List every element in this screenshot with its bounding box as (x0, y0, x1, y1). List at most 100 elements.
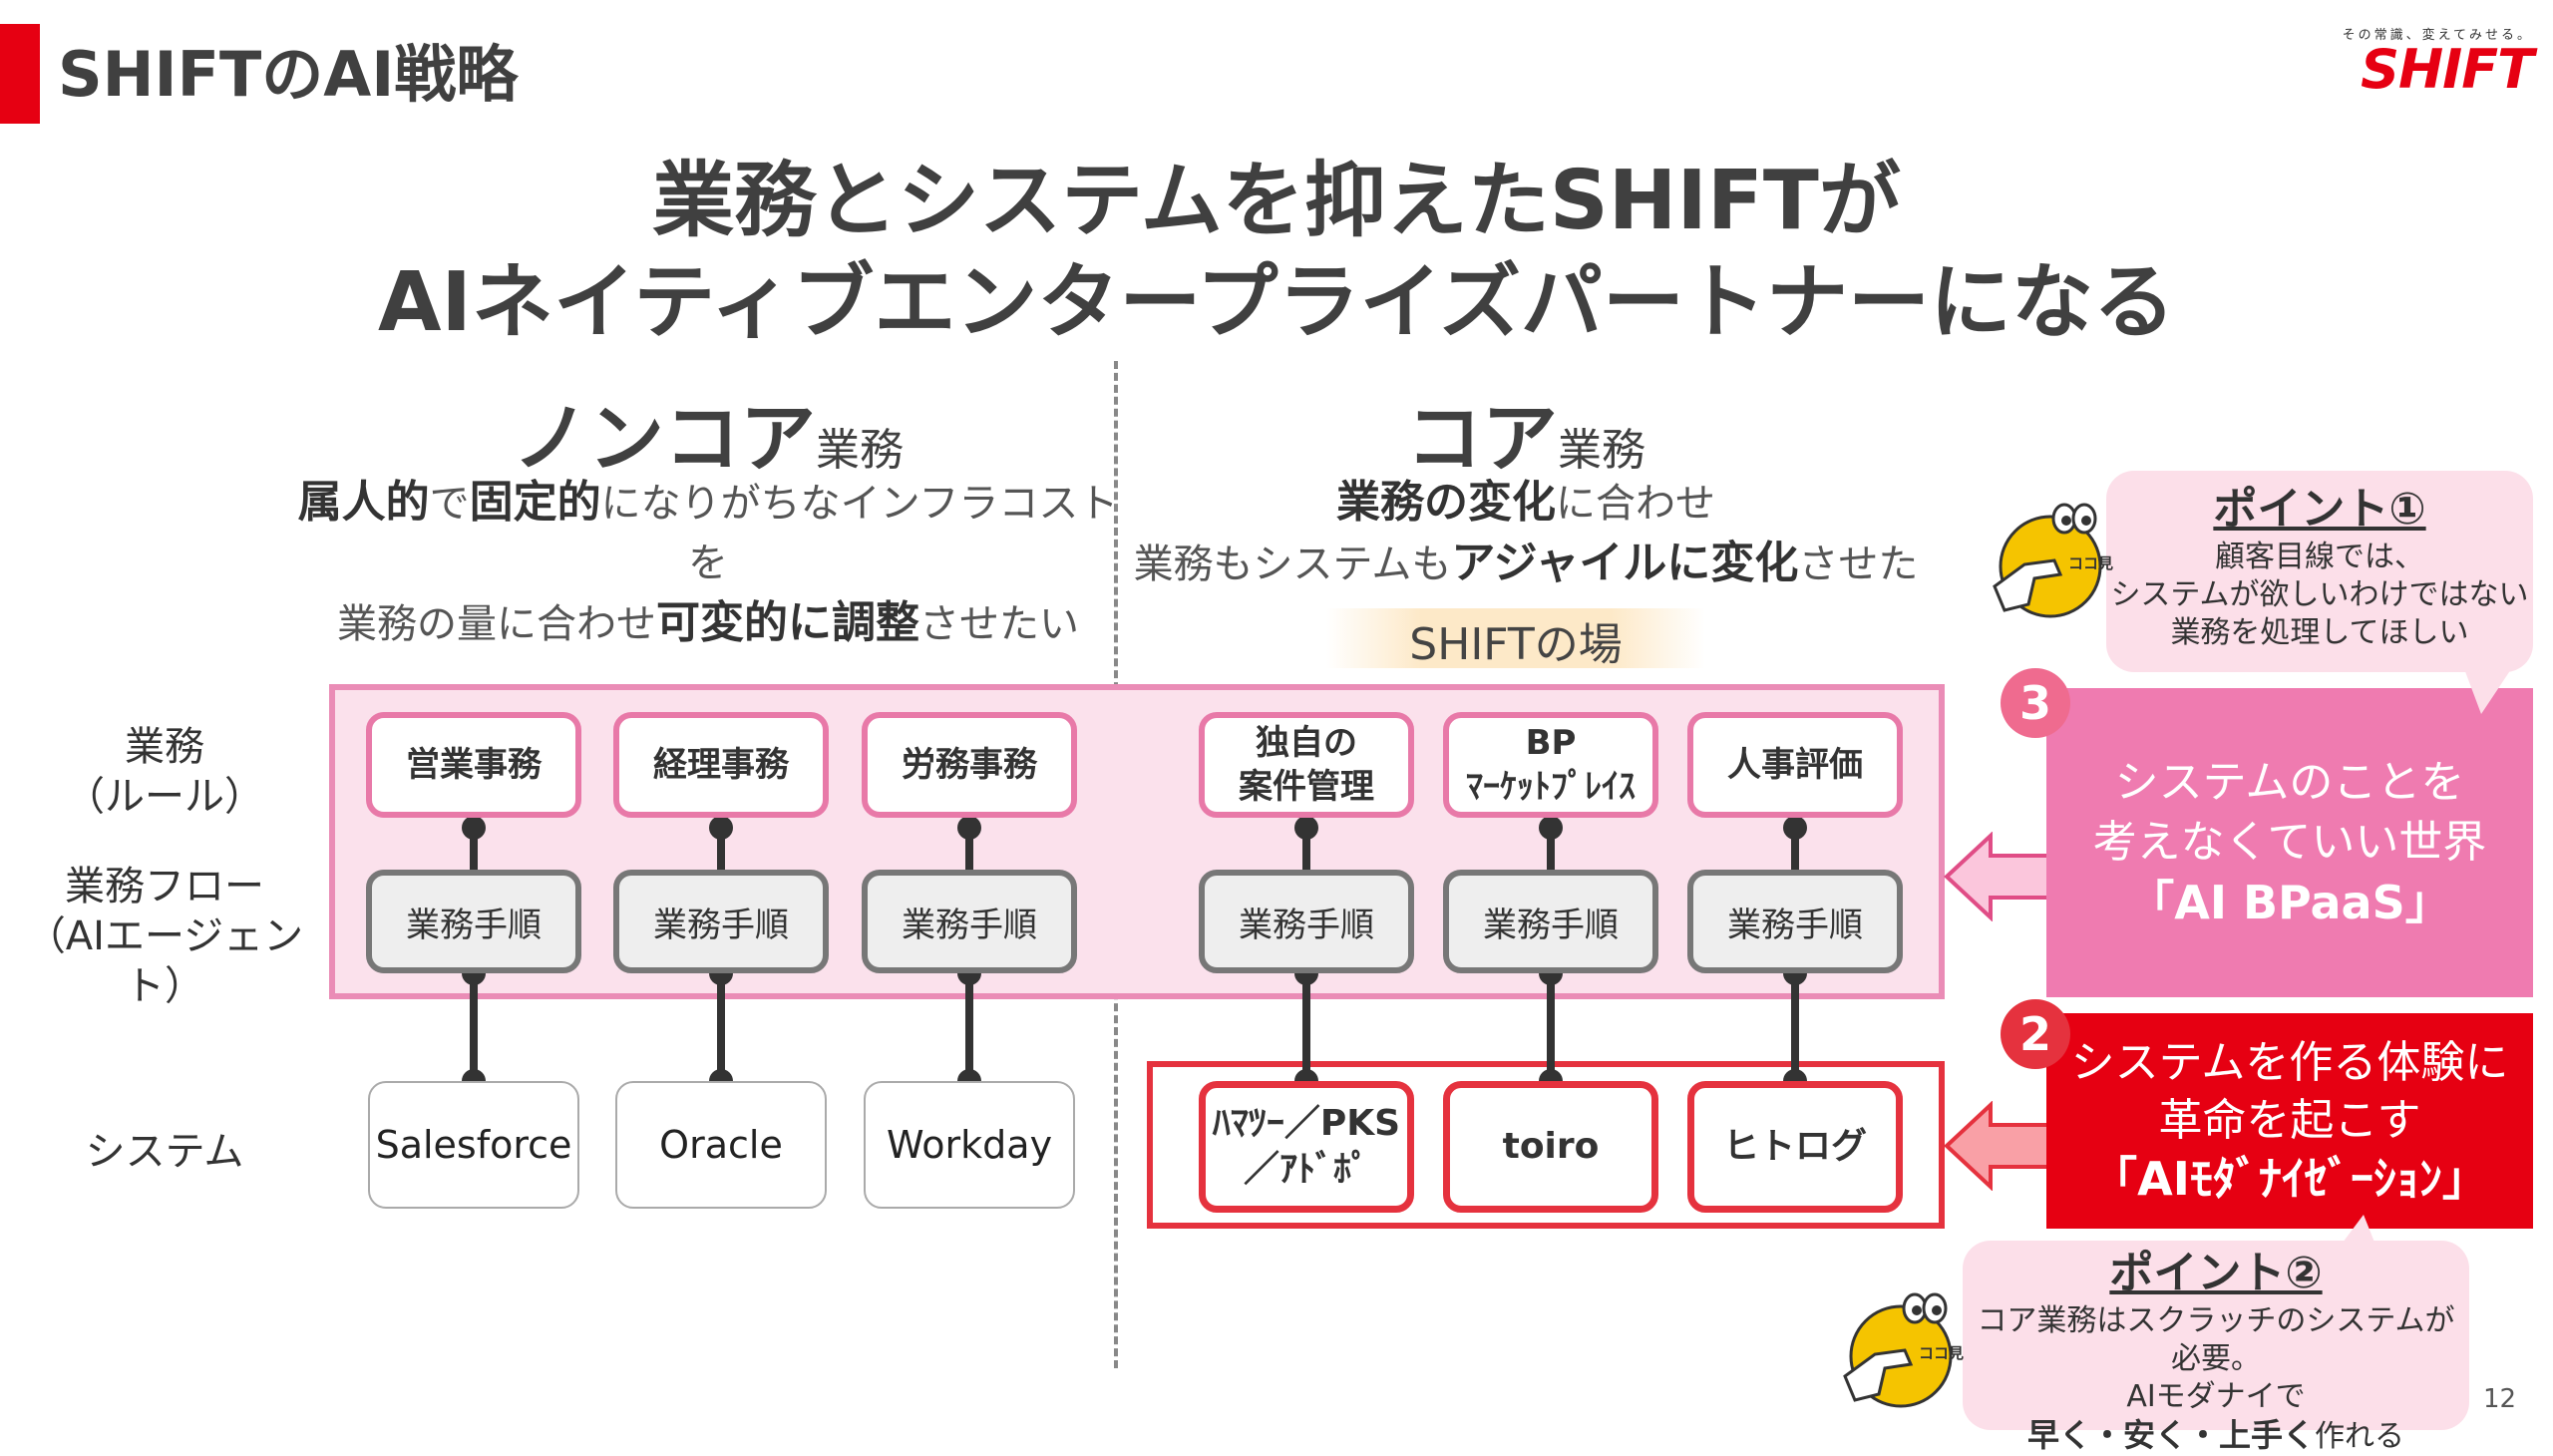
text: ヒトログ (1722, 1126, 1867, 1167)
page-title: SHIFTのAI戦略 (58, 38, 519, 111)
connector (965, 967, 973, 1085)
text: 人事評価 (1727, 745, 1863, 785)
text: システムを作る体験に (2070, 1037, 2509, 1088)
headline-line2: AIネイティブエンタープライズパートナーになる (377, 255, 2176, 350)
connector-dot (462, 816, 486, 840)
connector (1547, 806, 1555, 876)
step-box: 業務手順 (1687, 870, 1903, 973)
noncore-title-suffix: 業務 (816, 425, 904, 476)
left-arrow-icon (1944, 832, 2050, 921)
text: AIモダナイで (2126, 1379, 2306, 1414)
callout-title: ポイント① (2213, 484, 2426, 535)
core-title: コア (1406, 394, 1558, 483)
task-box: 独自の案件管理 (1199, 712, 1414, 818)
text: ﾊﾏﾂｰ／PKS (1212, 1103, 1401, 1144)
connector (1302, 967, 1310, 1085)
text: 革命を起こす (2158, 1095, 2421, 1146)
step-box: 業務手順 (1199, 870, 1414, 973)
system-toiro: toiro (1443, 1081, 1658, 1213)
noncore-heading: ノンコア業務 (329, 377, 1087, 487)
text-bold: 属人的 (297, 477, 430, 528)
text-bold: 可変的に調整 (656, 597, 919, 648)
task-box: 人事評価 (1687, 712, 1903, 818)
noncore-title: ノンコア (513, 394, 816, 483)
text: （ルール） (65, 774, 264, 820)
text: 労務事務 (902, 745, 1037, 785)
system-hitolog: ヒトログ (1687, 1081, 1903, 1213)
text: 業務を処理してほしい (2170, 615, 2469, 650)
text: 独自の (1256, 723, 1357, 763)
connector-dot (1783, 816, 1807, 840)
connector (470, 967, 478, 1085)
system-salesforce: Salesforce (368, 1081, 579, 1209)
text: に合わせ (1556, 481, 1715, 527)
step-box: 業務手順 (366, 870, 581, 973)
text-emphasis: 「AI BPaaS」 (2128, 876, 2451, 929)
connector-dot (1539, 816, 1563, 840)
text: ﾏｰｹｯﾄﾌﾟﾚｲｽ (1466, 767, 1636, 807)
text: 作れる (2315, 1419, 2404, 1454)
callout-tail-icon (2463, 666, 2513, 714)
text: （AIエージェント） (25, 913, 304, 1009)
shift-logo: SHIFT (2361, 38, 2534, 101)
ai-modernization-panel: システムを作る体験に 革命を起こす 「AIﾓﾀﾞﾅｲｾﾞｰｼｮﾝ」 (2046, 1013, 2533, 1229)
left-arrow-icon (1944, 1101, 2050, 1191)
connector-dot (709, 816, 733, 840)
text: ／ｱﾄﾞﾎﾟ (1243, 1149, 1369, 1190)
text-bold: 早く・安く・上手く (2026, 1416, 2315, 1454)
point1-callout: ポイント① 顧客目線では、 システムが欲しいわけではない 業務を処理してほしい (2106, 471, 2533, 672)
task-box: 経理事務 (613, 712, 829, 818)
row-label-system: システム (85, 1129, 244, 1175)
shift-case-label: SHIFTの場合・・・ (1326, 608, 1705, 734)
connector (1302, 806, 1310, 876)
connector-dot (957, 816, 981, 840)
step-box: 業務手順 (1443, 870, 1658, 973)
connector (717, 806, 725, 876)
text: システムが欲しいわけではない (2110, 577, 2529, 612)
system-workday: Workday (864, 1081, 1075, 1209)
page-number: 12 (2483, 1384, 2517, 1414)
step-box: 業務手順 (862, 870, 1077, 973)
callout-title: ポイント② (2109, 1248, 2323, 1298)
text: 業務の量に合わせ (337, 601, 656, 647)
text: 営業事務 (406, 745, 542, 785)
mascot-text: ココ見て (1919, 1344, 1965, 1362)
text: システムのことを (2114, 757, 2465, 808)
pointing-mascot-icon: ココ見て (1993, 503, 2114, 618)
text-bold: アジャイルに変化 (1451, 538, 1799, 588)
text: 考えなくていい世界 (2092, 817, 2487, 868)
badge-3: 3 (2001, 668, 2070, 738)
callout-tail-icon (2334, 1215, 2379, 1255)
ai-bpaas-panel: システムのことを 考えなくていい世界 「AI BPaaS」 (2046, 688, 2533, 997)
badge-2: 2 (2001, 999, 2070, 1069)
core-description: 業務の変化に合わせ 業務もシステムもアジャイルに変化させたい (1127, 473, 1925, 654)
text-emphasis: 「AIﾓﾀﾞﾅｲｾﾞｰｼｮﾝ」 (2091, 1152, 2488, 1206)
headline-line1: 業務とシステムを抑えたSHIFTが (652, 154, 1901, 248)
task-box: 営業事務 (366, 712, 581, 818)
step-box: 業務手順 (613, 870, 829, 973)
text: 業務 (125, 724, 204, 770)
core-title-suffix: 業務 (1558, 425, 1645, 476)
text: 顧客目線では、 (2215, 540, 2424, 574)
text: 経理事務 (653, 745, 789, 785)
business-flow-band (329, 684, 1945, 999)
text: toiro (1502, 1126, 1600, 1167)
text: 業務フロー (65, 864, 264, 910)
connector (965, 806, 973, 876)
row-label-flow: 業務フロー （AIエージェント） (10, 862, 319, 1011)
connector (717, 967, 725, 1085)
text: 案件管理 (1239, 767, 1374, 807)
text-bold: 業務の変化 (1336, 477, 1556, 528)
text: コア業務はスクラッチのシステムが必要。 (1977, 1303, 2455, 1376)
connector (1791, 806, 1799, 876)
text: 業務もシステムも (1133, 542, 1452, 587)
text: になりがちなインフラコストを (600, 481, 1119, 586)
text: BP (1525, 723, 1577, 763)
logo-tagline: その常識、変えてみせる。 (2342, 28, 2533, 43)
row-label-business: 業務 （ルール） (20, 722, 309, 822)
pointing-mascot-icon: ココ見て (1843, 1292, 1965, 1408)
system-oracle: Oracle (615, 1081, 827, 1209)
task-box: 労務事務 (862, 712, 1077, 818)
connector-dot (1294, 816, 1318, 840)
